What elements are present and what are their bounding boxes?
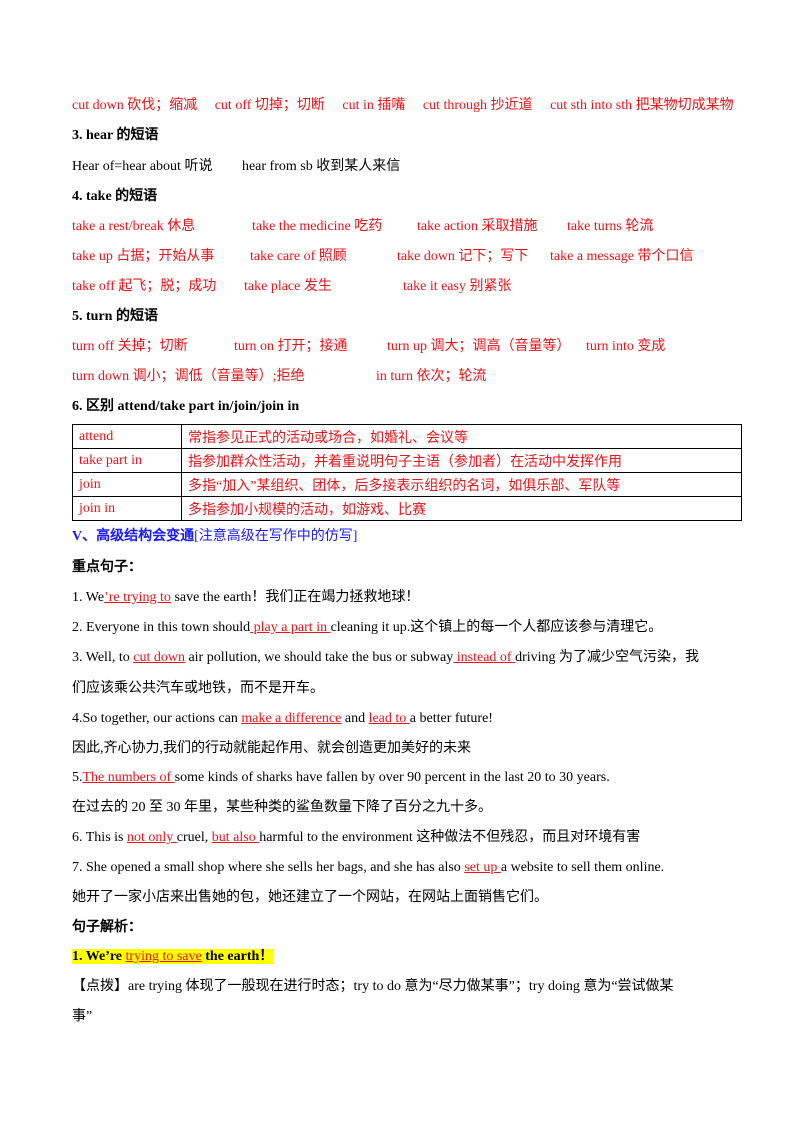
answer-blank: set up [464,860,501,875]
text: harmful to the environment 这种做法不但残忍，而且对环… [259,830,641,845]
phrase: turn into 变成 [586,339,666,354]
text: the earth！ [201,949,274,964]
text: and [341,711,369,726]
phrase: take action 采取措施 [417,219,538,234]
text: 7. She opened a small shop where she sel… [72,860,465,875]
answer-blank: The numbers of [82,770,175,785]
text: cruel, [176,830,212,845]
heading-attend-compare: 6. 区别 attend/take part in/join/join in [72,399,300,414]
heading-take: 4. take 的短语 [72,189,158,204]
answer-blank: cut down [133,650,185,665]
table-cell-term: take part in [72,448,182,473]
text: a better future! [409,711,493,726]
phrase: take turns 轮流 [567,219,654,234]
sentence-3: 3. Well, to cut down air pollution, we s… [72,648,699,668]
phrase: turn up 调大；调高（音量等） [387,339,571,354]
sentence-7-translation: 她开了一家小店来出售她的包，她还建立了一个网站，在网站上面销售它们。 [72,890,548,905]
phrase: take a message 带个口信 [550,249,694,264]
phrase: hear from sb 收到某人来信 [241,159,401,174]
sentence-5-translation: 在过去的 20 至 30 年里，某些种类的鲨鱼数量下降了百分之九十多。 [72,800,492,815]
phrase: take off 起飞；脱；成功 [72,279,217,294]
text: save the earth！我们正在竭力拯救地球！ [170,590,420,605]
table-cell-meaning: 多指“加入”某组织、团体，后多接表示组织的名词，如俱乐部、军队等 [181,472,742,497]
key-sentences-title: 重点句子： [72,560,142,575]
answer-blank: make a difference [241,711,342,726]
heading-hear: 3. hear 的短语 [72,128,159,143]
sentence-4-translation: 因此,齐心协力,我们的行动就能起作用、就会创造更加美好的未来 [72,741,471,756]
phrase: in turn 依次；轮流 [376,369,487,384]
hear-phrases: Hear of=hear about 听说 hear from sb 收到某人来… [72,157,400,177]
text: 3. Well, to [72,650,134,665]
text: 4.So together, our actions can [72,711,242,726]
phrase: take up 占据；开始从事 [72,249,215,264]
analysis-title: 句子解析： [72,920,142,935]
text: some kinds of sharks have fallen by over… [174,770,610,785]
analysis-note-continued: 事” [72,1009,93,1024]
section-title: V、高级结构会变通 [72,529,195,544]
text: 6. This is [72,830,127,845]
sentence-2: 2. Everyone in this town should play a p… [72,618,662,638]
phrase: Hear of=hear about 听说 [72,159,213,174]
text: driving 为了减少空气污染，我 [515,650,700,665]
phrase: cut off 切掉；切断 [214,98,325,113]
phrase: cut down 砍伐；缩减 [72,98,198,113]
table-cell-meaning: 指参加群众性活动，并着重说明句子主语（参加者）在活动中发挥作用 [181,448,742,473]
answer-blank: lead to [368,711,410,726]
sentence-3-continued: 们应该乘公共汽车或地铁，而不是开车。 [72,681,324,696]
sentence-4: 4.So together, our actions can make a di… [72,709,493,729]
comparison-table: attend 常指参见正式的活动或场合，如婚礼、会议等 take part in… [72,424,742,521]
phrase: turn off 关掉；切断 [72,339,188,354]
table-cell-term: attend [72,424,182,449]
phrase: take place 发生 [244,279,332,294]
answer-blank: trying to save [125,949,202,964]
text: air pollution, we should take the bus or… [184,650,454,665]
table-cell-meaning: 常指参见正式的活动或场合，如婚礼、会议等 [181,424,742,449]
phrase: cut in 插嘴 [342,98,406,113]
sentence-1: 1. We’re trying to save the earth！我们正在竭力… [72,588,419,608]
text: 5. [72,770,83,785]
table-cell-meaning: 多指参加小规模的活动，如游戏、比赛 [181,496,742,521]
sentence-6: 6. This is not only cruel, but also harm… [72,828,640,848]
phrase: turn on 打开；接通 [234,339,348,354]
section-note: [注意高级在写作中的仿写] [194,529,358,544]
answer-blank: ’re trying to [104,590,171,605]
phrase: cut sth into sth 把某物切成某物 [550,98,734,113]
answer-blank: not only [126,830,177,845]
phrase: take it easy 别紧张 [403,279,512,294]
table-cell-term: join [72,472,182,497]
analysis-note: 【点拨】are trying 体现了一般现在进行时态；try to do 意为“… [72,979,674,994]
text: 1. We [72,590,105,605]
table-row: attend 常指参见正式的活动或场合，如婚礼、会议等 [72,424,742,449]
phrase: cut through 抄近道 [422,98,533,113]
sentence-5: 5.The numbers of some kinds of sharks ha… [72,768,610,788]
phrase: take care of 照顾 [250,249,347,264]
table-row: join in 多指参加小规模的活动，如游戏、比赛 [72,496,742,521]
analysis-sentence-1: 1. We’re trying to save the earth！ [72,947,274,967]
phrase: turn down 调小；调低（音量等）;拒绝 [72,369,305,384]
text: cleaning it up.这个镇上的每一个人都应该参与清理它。 [330,620,663,635]
answer-blank: but also [211,830,260,845]
table-row: join 多指“加入”某组织、团体，后多接表示组织的名词，如俱乐部、军队等 [72,472,742,497]
answer-blank: instead of [453,650,516,665]
answer-blank: play a part in [250,620,331,635]
table-row: take part in 指参加群众性活动，并着重说明句子主语（参加者）在活动中… [72,448,742,473]
highlighted-sentence: 1. We’re trying to save the earth！ [72,949,274,964]
text: 2. Everyone in this town should [72,620,251,635]
phrase: take down 记下；写下 [397,249,529,264]
text: a website to sell them online. [500,860,665,875]
cut-phrases: cut down 砍伐；缩减 cut off 切掉；切断 cut in 插嘴 c… [72,96,734,116]
text: 1. We’re [72,949,126,964]
section-five-heading: V、高级结构会变通[注意高级在写作中的仿写] [72,527,357,547]
phrase: take a rest/break 休息 [72,219,196,234]
sentence-7: 7. She opened a small shop where she sel… [72,858,664,878]
table-cell-term: join in [72,496,182,521]
heading-turn: 5. turn 的短语 [72,309,158,324]
phrase: take the medicine 吃药 [252,219,383,234]
